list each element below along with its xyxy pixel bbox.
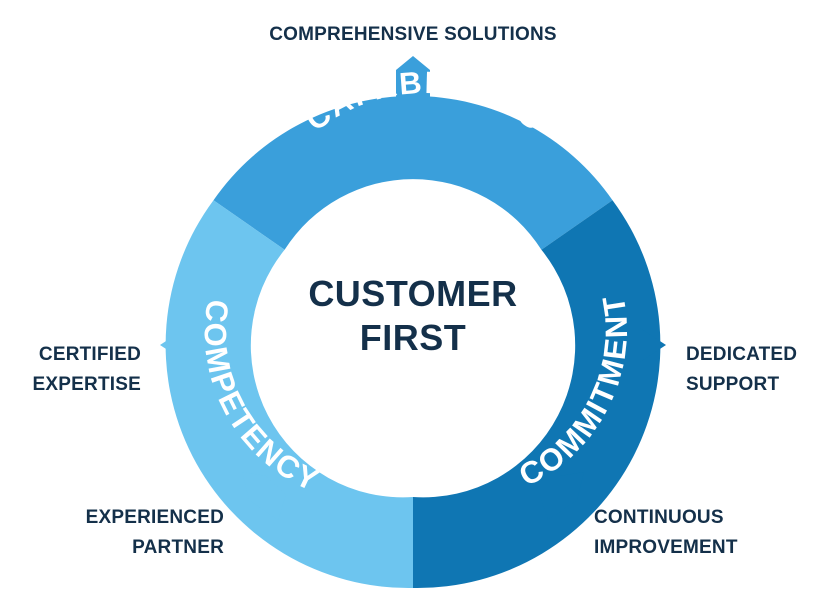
label-improvement: IMPROVEMENT — [594, 537, 738, 558]
pointer-right — [620, 328, 666, 362]
pointer-left — [160, 328, 206, 362]
label-certified: CERTIFIED — [39, 344, 141, 365]
center-title-line2: FIRST — [360, 317, 467, 358]
label-comprehensive-solutions: COMPREHENSIVE SOLUTIONS — [269, 24, 557, 45]
label-continuous: CONTINUOUS — [594, 507, 724, 528]
center-circle — [261, 193, 565, 497]
label-partner: PARTNER — [132, 537, 224, 558]
label-support: SUPPORT — [686, 374, 779, 395]
center-title-line1: CUSTOMER — [308, 273, 517, 314]
pointer-bottom-right — [540, 472, 584, 520]
pointer-bottom-left — [242, 472, 286, 520]
label-dedicated: DEDICATED — [686, 344, 797, 365]
commitment-segment — [413, 200, 661, 589]
label-expertise: EXPERTISE — [33, 374, 141, 395]
capabilities-segment — [213, 95, 613, 250]
pointer-top — [396, 56, 430, 104]
label-experienced: EXPERIENCED — [86, 507, 224, 528]
competency-segment — [165, 200, 413, 589]
